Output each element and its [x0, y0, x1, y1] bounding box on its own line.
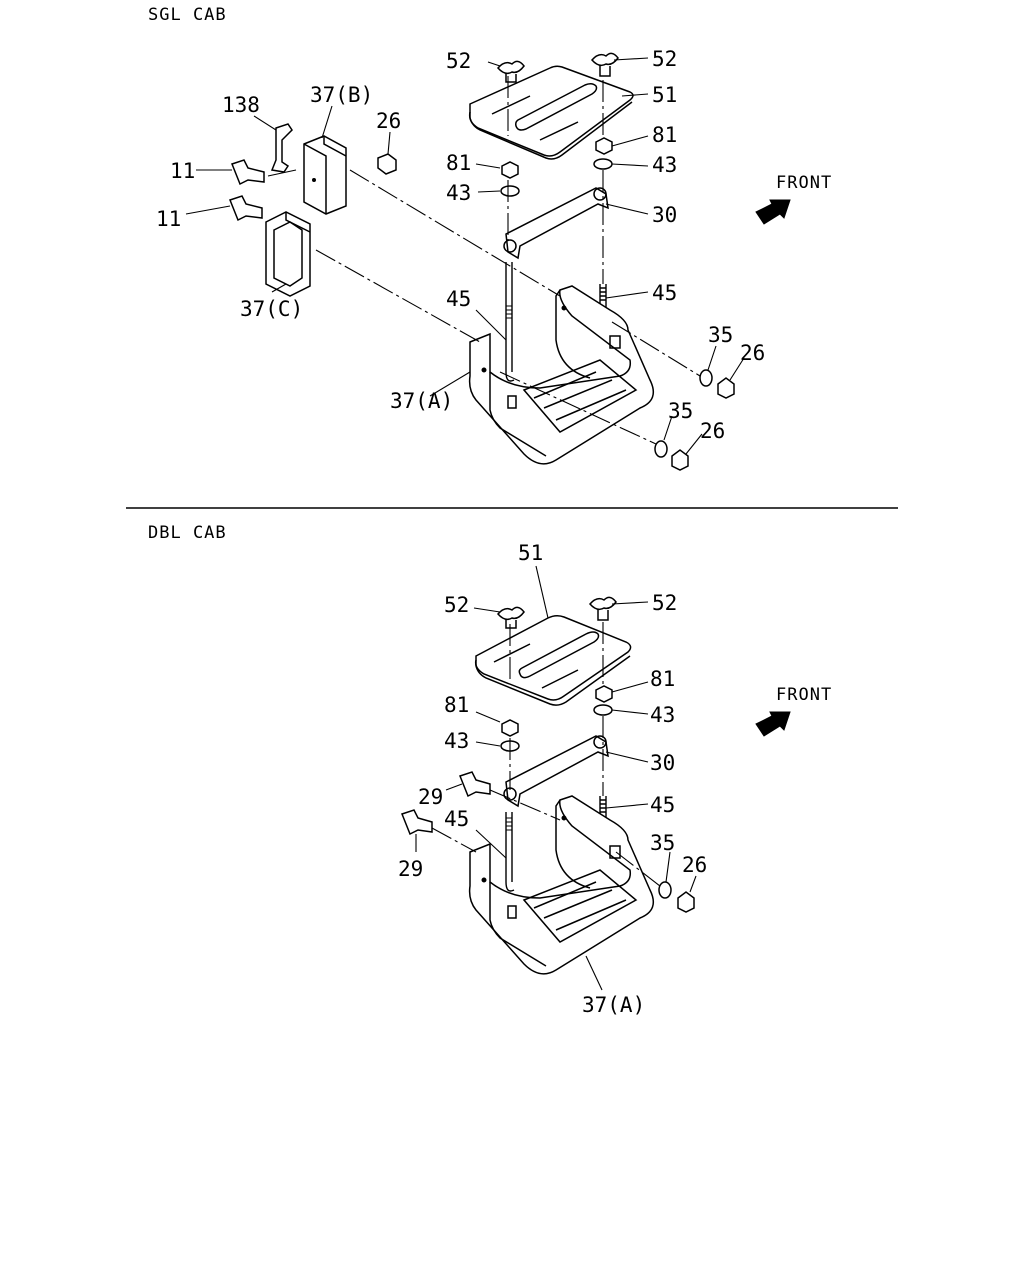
- sgl-nut-26-upper-icon: [377, 153, 397, 175]
- sgl-washer-35-upper-icon: [699, 369, 713, 387]
- sgl-wing-nut-left-icon: [497, 60, 525, 83]
- dbl-hook-bolt-right: [599, 796, 607, 826]
- sgl-bracket-b: [303, 135, 347, 215]
- sgl-callout-37b: 37(B): [310, 83, 373, 107]
- sgl-nut-right-icon: [595, 137, 613, 155]
- sgl-callout-45-right: 45: [652, 281, 677, 305]
- sgl-clamp-bar: [503, 187, 609, 260]
- sgl-callout-81-right: 81: [652, 123, 677, 147]
- dbl-nut-right-icon: [595, 685, 613, 703]
- dbl-callout-52-right: 52: [652, 591, 677, 615]
- sgl-hook-bolt-left: [505, 262, 515, 382]
- dbl-bolt-29-lower-icon: [401, 809, 433, 836]
- sgl-callout-11-lower: 11: [156, 207, 181, 231]
- dbl-callout-43-left: 43: [444, 729, 469, 753]
- sgl-bracket-c: [265, 211, 311, 297]
- dbl-callout-81-right: 81: [650, 667, 675, 691]
- sgl-washer-35-lower-icon: [654, 440, 668, 458]
- sgl-battery-cover: [468, 65, 634, 160]
- dbl-callout-43-right: 43: [650, 703, 675, 727]
- dbl-callout-30: 30: [650, 751, 675, 775]
- dbl-callout-81-left: 81: [444, 693, 469, 717]
- sgl-hook-bolt-right: [599, 284, 607, 318]
- sgl-nut-26-lower-icon: [671, 449, 689, 471]
- sgl-wing-nut-right-icon: [591, 52, 619, 77]
- sgl-nut-left-icon: [501, 161, 519, 179]
- dbl-clamp-bar: [503, 735, 609, 808]
- dbl-front-arrow-icon: [755, 711, 791, 737]
- sgl-nut-26-mid-icon: [717, 377, 735, 399]
- dbl-hook-bolt-left-thread: [506, 817, 512, 831]
- sgl-bolt-11-upper-icon: [231, 159, 265, 186]
- sgl-callout-45-left: 45: [446, 287, 471, 311]
- dbl-front-label: FRONT: [776, 685, 832, 705]
- sgl-bolt-11-lower-icon: [229, 195, 263, 222]
- dbl-callout-29-upper: 29: [418, 785, 443, 809]
- sgl-callout-11-upper: 11: [170, 159, 195, 183]
- sgl-hook-bolt-left-thread: [506, 305, 512, 319]
- dbl-callout-52-left: 52: [444, 593, 469, 617]
- sgl-section-title: SGL CAB: [148, 5, 227, 25]
- sgl-callout-52-left: 52: [446, 49, 471, 73]
- dbl-callout-45-right: 45: [650, 793, 675, 817]
- dbl-battery-cover: [474, 614, 632, 706]
- dbl-washer-right-icon: [593, 704, 613, 716]
- sgl-callout-35-lower: 35: [668, 399, 693, 423]
- sgl-battery-tray: [468, 285, 655, 465]
- dbl-wing-nut-left-icon: [497, 606, 525, 629]
- sgl-callout-81-left: 81: [446, 151, 471, 175]
- sgl-front-arrow-icon: [755, 199, 791, 225]
- sgl-callout-26-lower: 26: [700, 419, 725, 443]
- dbl-callout-35: 35: [650, 831, 675, 855]
- sgl-callout-43-left: 43: [446, 181, 471, 205]
- dbl-callout-37a: 37(A): [582, 993, 645, 1017]
- dbl-section-title: DBL CAB: [148, 523, 227, 543]
- dbl-washer-35-icon: [658, 881, 672, 899]
- dbl-nut-26-icon: [677, 891, 695, 913]
- sgl-front-label: FRONT: [776, 173, 832, 193]
- dbl-bolt-29-upper-icon: [459, 771, 491, 798]
- sgl-cab-section: SGL CAB FRONT: [148, 5, 832, 471]
- dbl-callout-26: 26: [682, 853, 707, 877]
- dbl-callout-29-lower: 29: [398, 857, 423, 881]
- dbl-callout-51: 51: [518, 541, 543, 565]
- sgl-callout-30: 30: [652, 203, 677, 227]
- sgl-washer-right-icon: [593, 158, 613, 170]
- dbl-callout-45-left: 45: [444, 807, 469, 831]
- dbl-hook-bolt-left: [505, 812, 515, 892]
- sgl-callout-43-right: 43: [652, 153, 677, 177]
- dbl-cab-section: DBL CAB FRONT: [148, 523, 832, 1017]
- sgl-washer-left-icon: [500, 185, 520, 197]
- dbl-nut-left-icon: [501, 719, 519, 737]
- sgl-stay-138: [270, 123, 293, 173]
- sgl-callout-37a: 37(A): [390, 389, 453, 413]
- sgl-callout-35-upper: 35: [708, 323, 733, 347]
- sgl-callout-37c: 37(C): [240, 297, 303, 321]
- sgl-callout-26-upper: 26: [376, 109, 401, 133]
- sgl-callout-51: 51: [652, 83, 677, 107]
- sgl-callout-138: 138: [222, 93, 260, 117]
- dbl-wing-nut-right-icon: [589, 596, 617, 621]
- dbl-battery-tray: [468, 795, 655, 975]
- sgl-callout-52-right: 52: [652, 47, 677, 71]
- sgl-callout-26-mid: 26: [740, 341, 765, 365]
